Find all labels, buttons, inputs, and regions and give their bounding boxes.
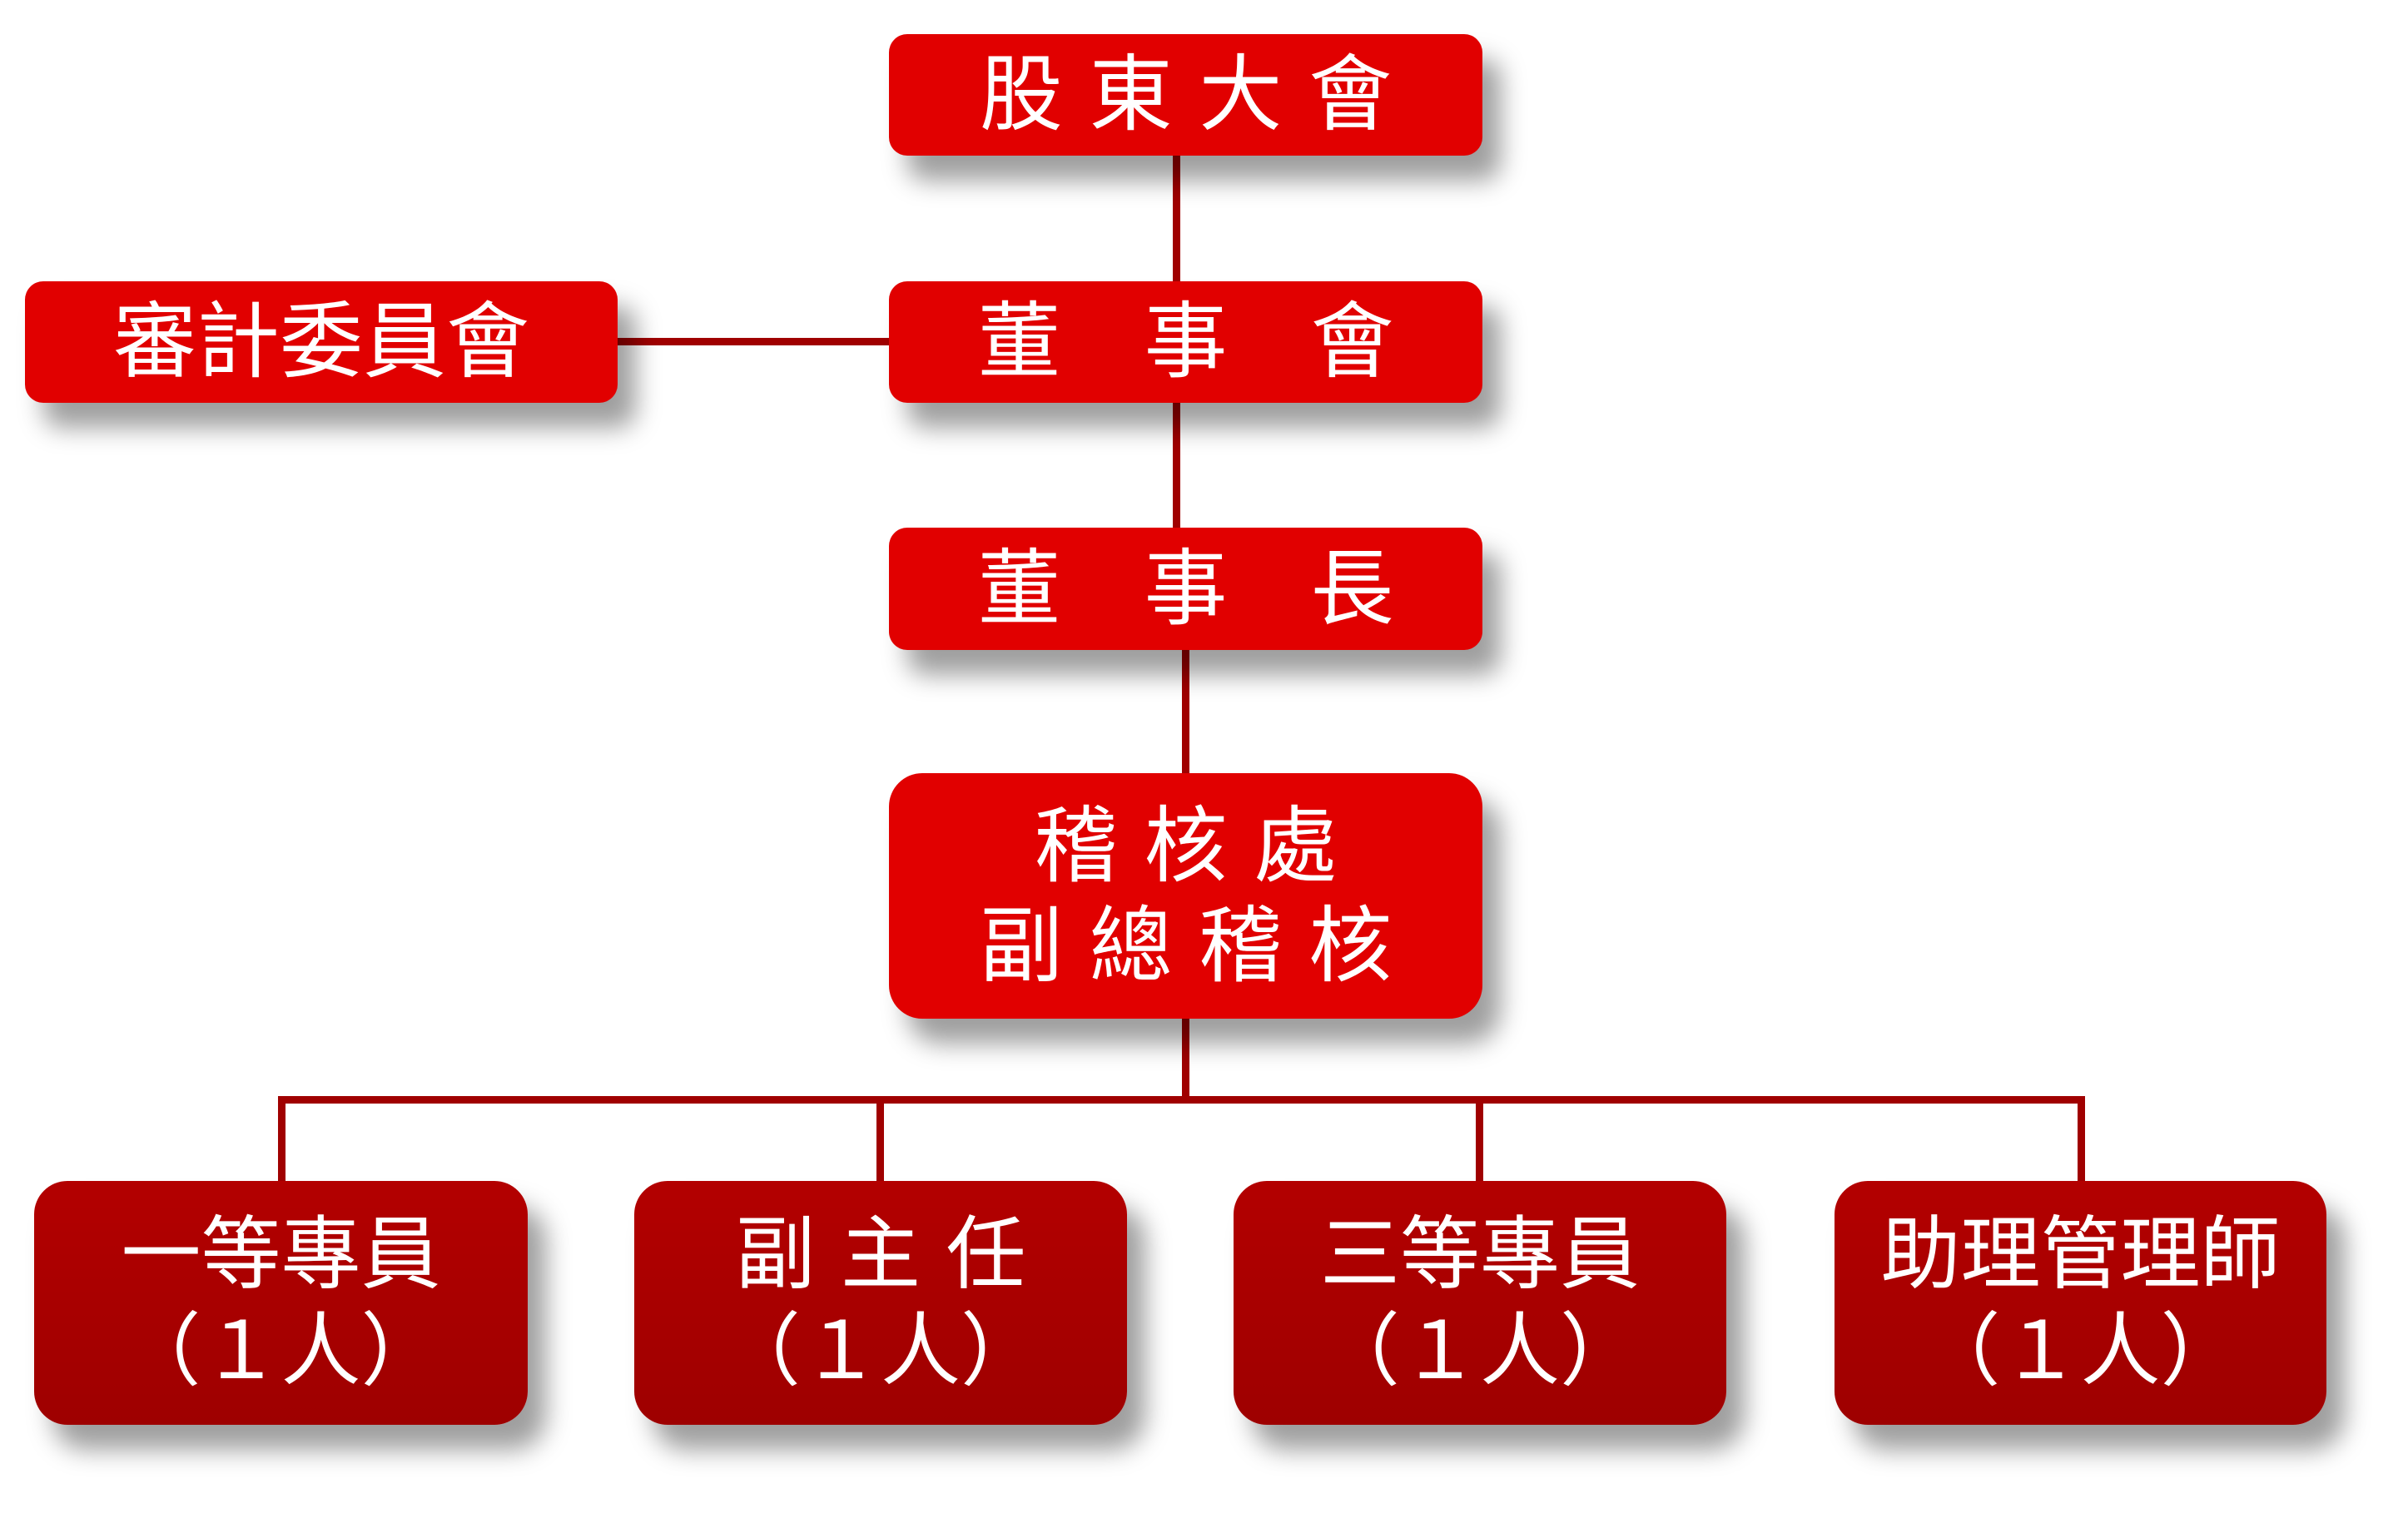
- connector-board-chairman: [1173, 401, 1180, 530]
- node-label: 董 事 長: [977, 539, 1394, 638]
- node-title: 副 主 任: [735, 1208, 1026, 1302]
- node-title: 助理管理師: [1880, 1208, 2281, 1302]
- node-audit-office: 稽 核 處 副 總 稽 核: [889, 773, 1482, 1019]
- node-staff-1: 一等專員 （１人）: [34, 1181, 528, 1425]
- connector-drop-3: [1476, 1096, 1483, 1183]
- connector-shareholders-board: [1173, 154, 1180, 284]
- node-staff-3: 三等專員 （１人）: [1234, 1181, 1726, 1425]
- node-count: （１人）: [121, 1303, 441, 1397]
- connector-drop-4: [2078, 1096, 2085, 1183]
- node-label-line1: 稽 核 處: [1034, 796, 1338, 895]
- node-title: 一等專員: [121, 1208, 441, 1302]
- connector-audit-office-bus: [1182, 1017, 1189, 1100]
- node-label: 股 東 大 會: [979, 46, 1393, 143]
- node-label: 審計委員會: [113, 293, 529, 390]
- node-count: （１人）: [721, 1303, 1040, 1397]
- connector-chairman-audit-office: [1182, 648, 1189, 775]
- connector-audit-committee-board: [616, 338, 891, 345]
- node-shareholders-meeting: 股 東 大 會: [889, 34, 1482, 156]
- node-staff-4: 助理管理師 （１人）: [1835, 1181, 2326, 1425]
- node-label-line2: 副 總 稽 核: [979, 896, 1393, 995]
- node-title: 三等專員: [1320, 1208, 1640, 1302]
- node-chairman: 董 事 長: [889, 528, 1482, 650]
- node-count: （１人）: [1320, 1303, 1640, 1397]
- connector-bus: [278, 1096, 2085, 1104]
- connector-drop-2: [876, 1096, 884, 1183]
- node-label: 董 事 會: [977, 293, 1394, 390]
- node-staff-2: 副 主 任 （１人）: [634, 1181, 1127, 1425]
- node-count: （１人）: [1920, 1303, 2241, 1397]
- node-audit-committee: 審計委員會: [25, 281, 618, 403]
- node-board-of-directors: 董 事 會: [889, 281, 1482, 403]
- connector-drop-1: [278, 1096, 285, 1183]
